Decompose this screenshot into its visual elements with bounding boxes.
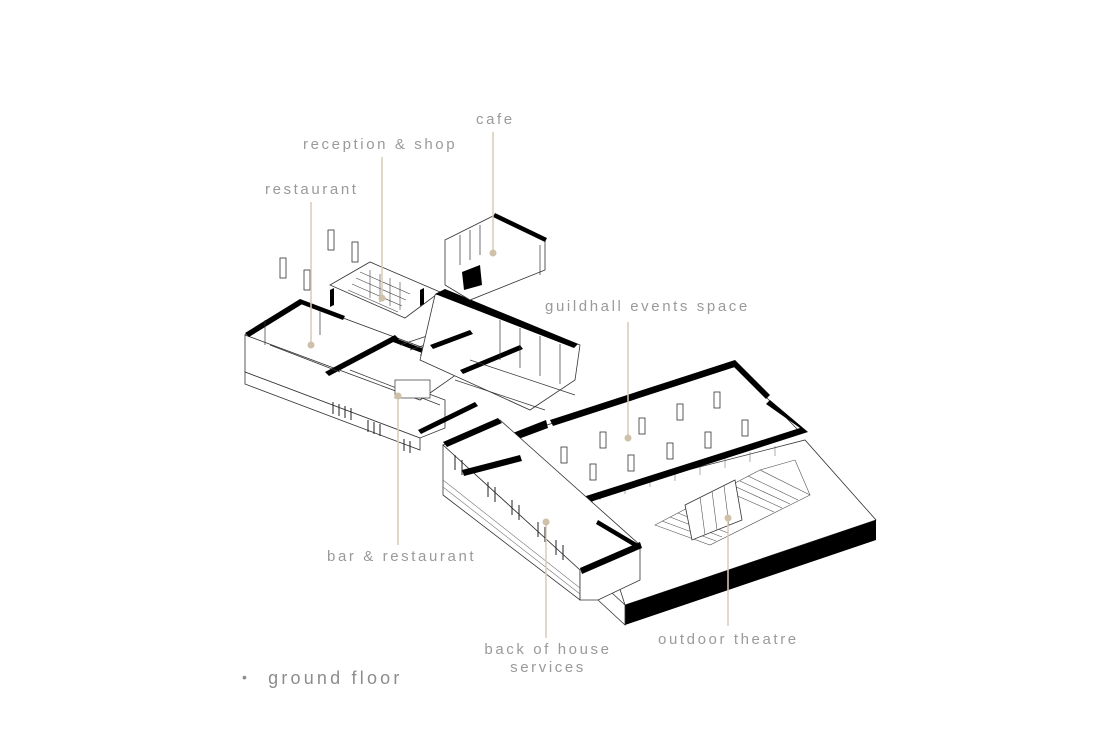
label-back-of-house-line2: services: [510, 659, 586, 676]
back-of-house-cut-walls: [443, 418, 642, 574]
dot-guildhall: [624, 434, 632, 442]
restaurant-columns: [279, 229, 359, 291]
guildhall-columns: [560, 391, 749, 481]
label-reception-shop: reception & shop: [303, 136, 458, 153]
west-wing-windows: [332, 402, 411, 453]
label-restaurant: restaurant: [265, 181, 359, 198]
dot-back-of-house: [542, 518, 550, 526]
west-wing: [244, 229, 481, 453]
dot-bar-restaurant: [394, 392, 402, 400]
label-bar-restaurant: bar & restaurant: [327, 548, 477, 565]
caption-bullet: •: [242, 669, 251, 685]
leader-dots: [307, 249, 732, 526]
dot-outdoor-theatre: [724, 514, 732, 522]
reception-shop-block: [329, 261, 441, 319]
label-guildhall-events-space: guildhall events space: [545, 298, 750, 315]
dot-restaurant: [307, 341, 315, 349]
label-cafe: cafe: [476, 111, 515, 128]
dot-cafe: [489, 249, 497, 257]
label-outdoor-theatre: outdoor theatre: [658, 631, 799, 648]
dot-reception-shop: [378, 294, 386, 302]
label-back-of-house: back of house services: [478, 641, 618, 677]
central-spine: [419, 289, 581, 411]
caption-text: ground floor: [268, 668, 403, 688]
spine-cut-walls: [430, 289, 578, 374]
shop-shelving: [347, 270, 411, 313]
cafe-block: [444, 213, 547, 301]
leader-lines: [310, 132, 729, 638]
label-back-of-house-line1: back of house: [484, 641, 612, 658]
cafe-cut-walls: [462, 213, 547, 290]
back-of-house-windows: [454, 455, 564, 560]
floor-caption: • ground floor: [242, 668, 403, 689]
